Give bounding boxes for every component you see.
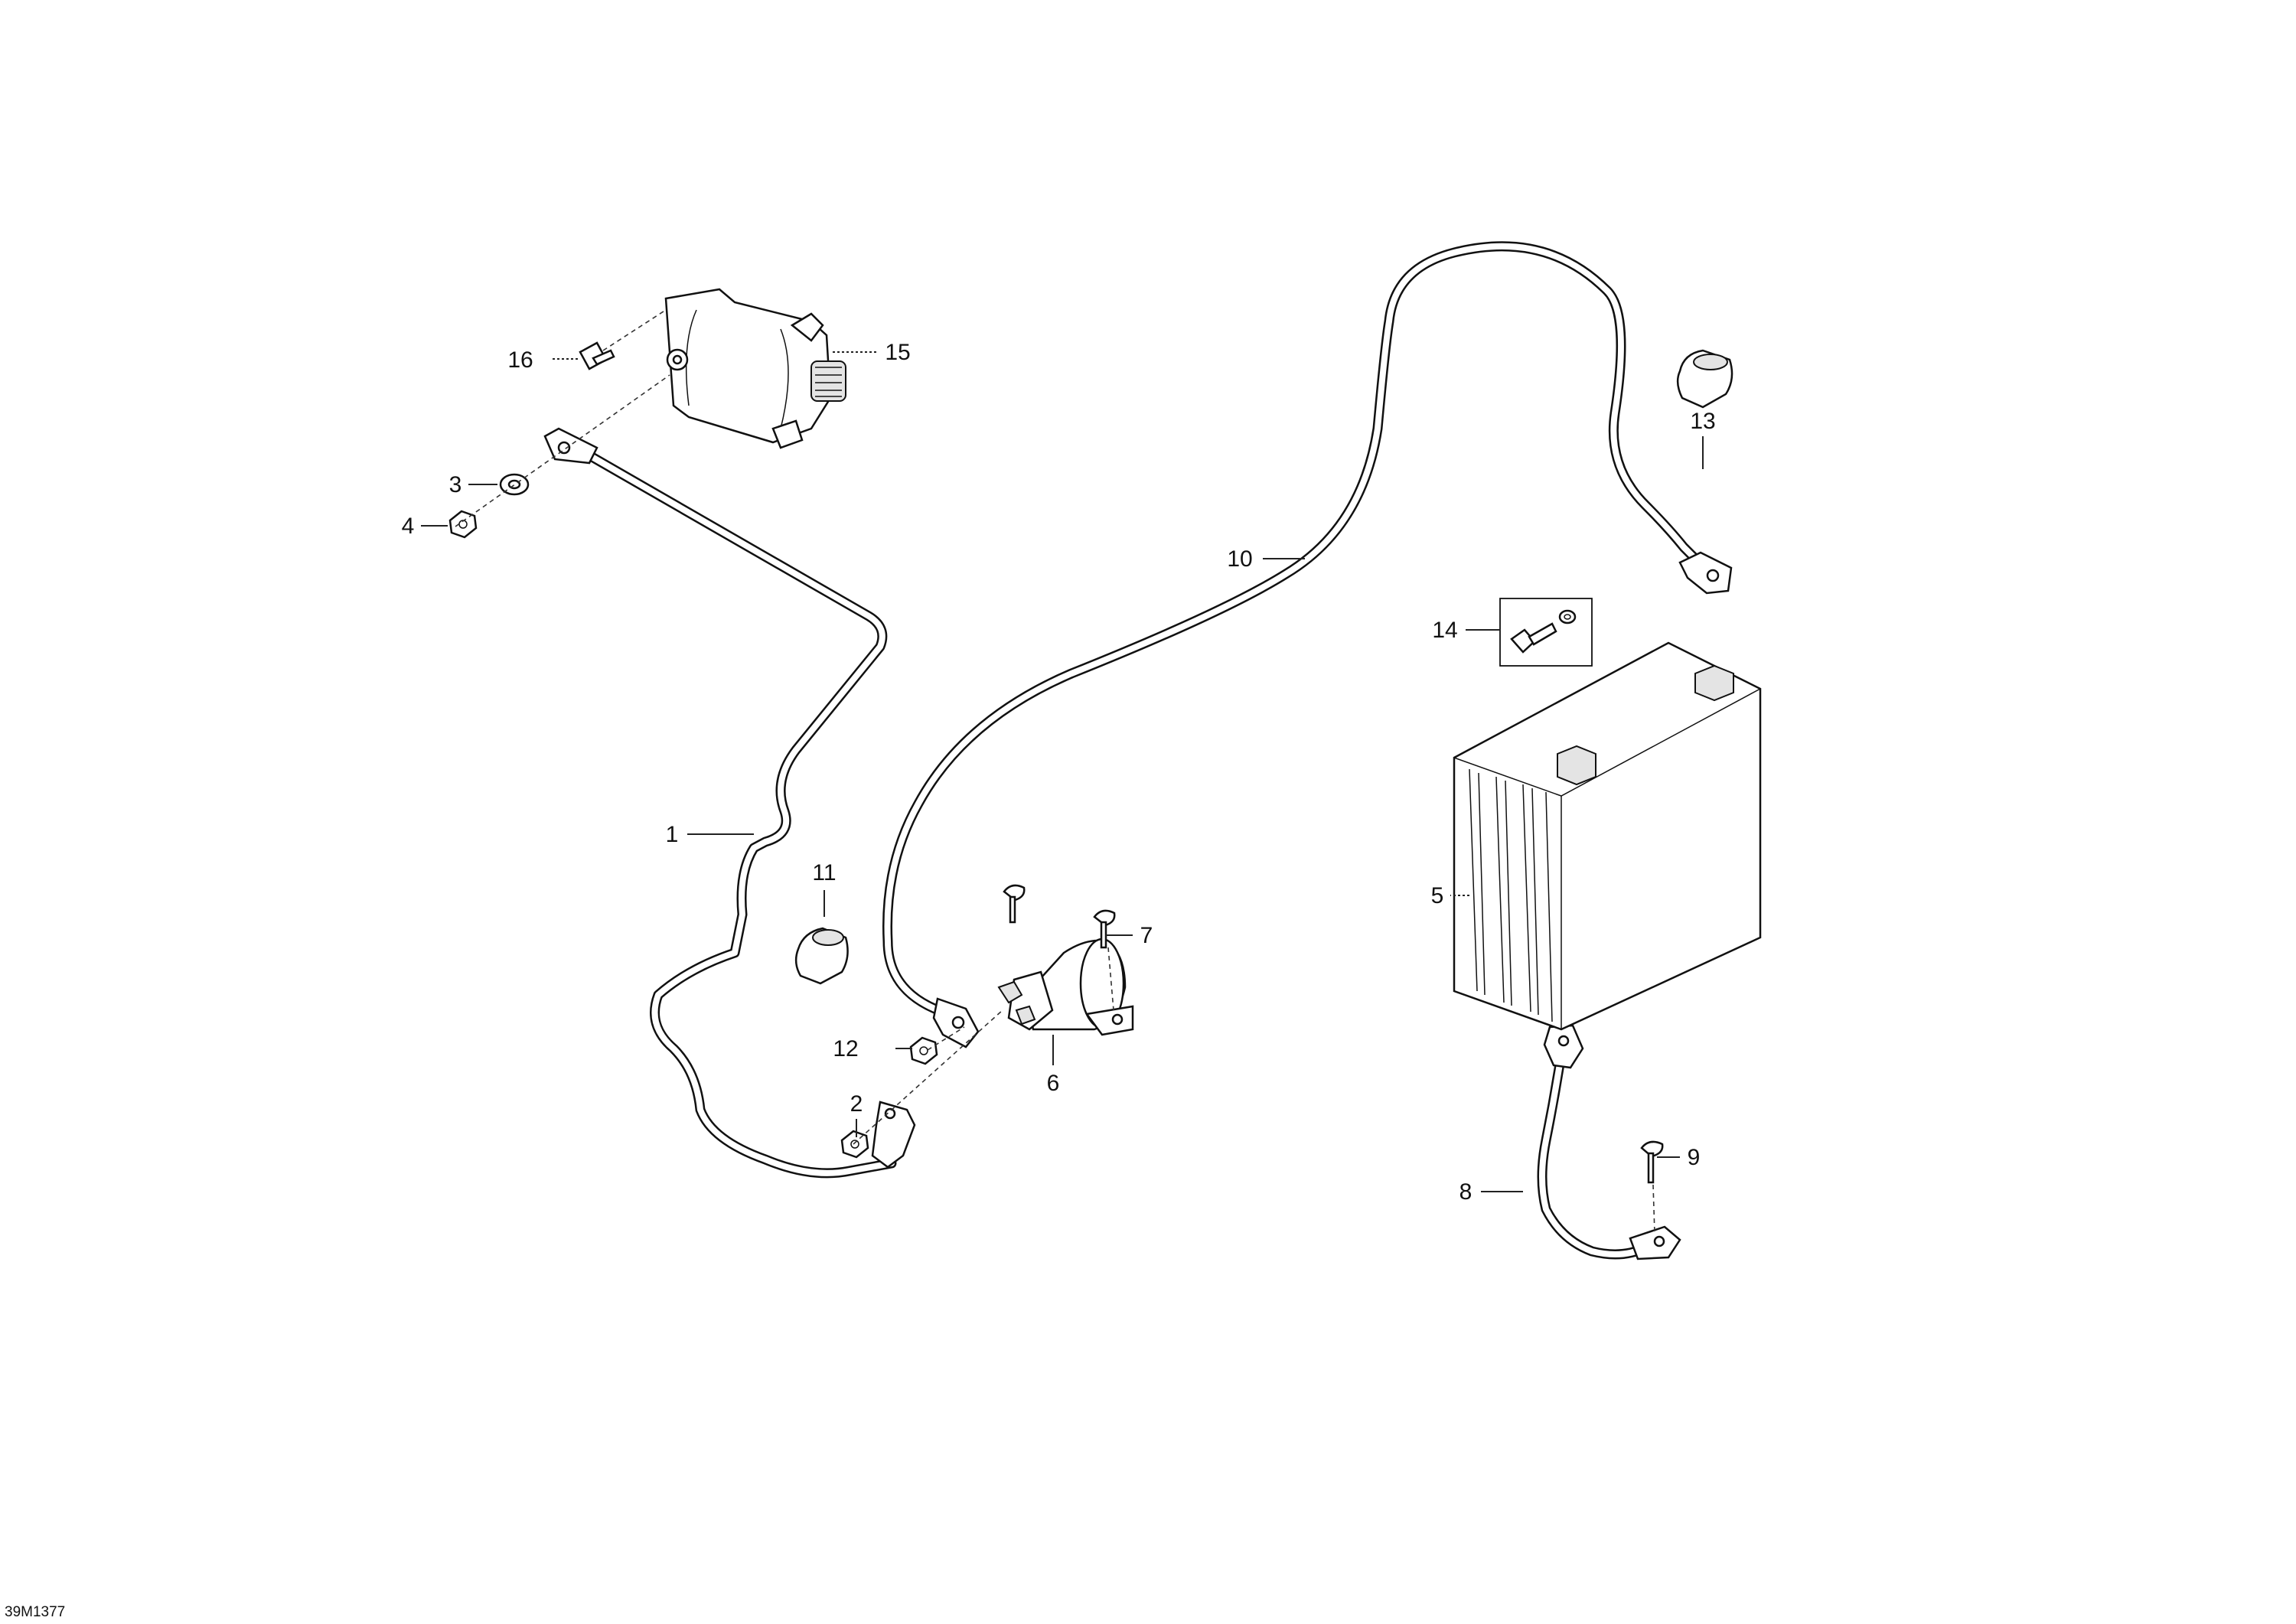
battery <box>1453 641 1762 1031</box>
callout-1: 1 <box>666 822 679 847</box>
callout-15: 15 <box>885 340 910 365</box>
terminal-cap-13 <box>1676 349 1733 409</box>
starter-bolt <box>579 341 615 370</box>
starter-solenoid <box>997 938 1134 1036</box>
starter-motor <box>664 288 846 449</box>
battery-cable <box>882 241 1733 1048</box>
callout-8: 8 <box>1459 1179 1473 1205</box>
starter-cable <box>543 427 916 1179</box>
callout-13: 13 <box>1690 409 1715 434</box>
terminal-cap-11 <box>794 927 849 985</box>
callout-4: 4 <box>402 514 415 539</box>
washer <box>499 473 530 496</box>
callout-2: 2 <box>850 1091 863 1117</box>
cable-nut <box>840 1130 869 1159</box>
ground-bolt <box>1640 1140 1664 1184</box>
ground-cable <box>1537 1024 1681 1260</box>
callout-9: 9 <box>1688 1145 1701 1170</box>
callout-5: 5 <box>1431 883 1444 908</box>
callout-16: 16 <box>507 347 533 373</box>
solenoid-screw <box>1093 909 1116 949</box>
leader-lines <box>421 351 1704 1192</box>
solenoid-nut <box>909 1036 938 1065</box>
callout-11: 11 <box>812 860 836 885</box>
terminal-bolt-kit <box>1499 598 1593 667</box>
figure-code: 39M1377 <box>5 1604 65 1620</box>
callout-7: 7 <box>1140 923 1153 948</box>
assembly-lines <box>455 309 1655 1234</box>
callouts: 1 2 3 4 5 6 7 8 9 10 11 12 13 14 15 16 <box>402 340 1716 1205</box>
callout-10: 10 <box>1227 546 1252 572</box>
callout-6: 6 <box>1047 1071 1060 1096</box>
callout-14: 14 <box>1432 618 1457 643</box>
solenoid-bolt <box>1003 884 1026 924</box>
callout-3: 3 <box>449 472 462 497</box>
callout-12: 12 <box>833 1036 858 1061</box>
